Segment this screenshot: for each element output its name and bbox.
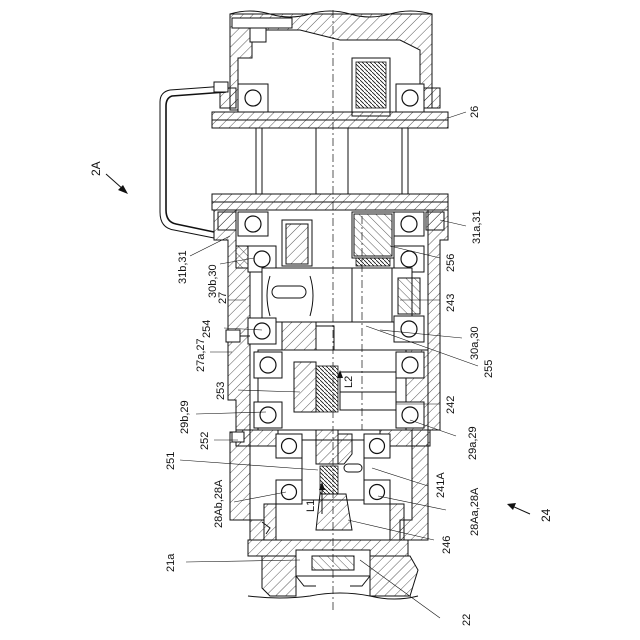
arrow-24 bbox=[507, 503, 530, 514]
arrow-2A bbox=[106, 174, 128, 194]
label-27a-27: 27a,27 bbox=[195, 338, 207, 372]
label-31a-31: 31a,31 bbox=[471, 210, 483, 244]
bearing-30a-lower bbox=[394, 316, 424, 342]
label-255: 255 bbox=[483, 360, 495, 378]
label-28Ab-28A: 28Ab,28A bbox=[213, 479, 225, 528]
seal-31b bbox=[218, 212, 236, 230]
bearing-left-upper bbox=[238, 212, 268, 236]
label-29a-29: 29a,29 bbox=[467, 426, 479, 460]
top-bearing-right bbox=[396, 84, 424, 112]
label-252: 252 bbox=[199, 432, 211, 450]
upper-flange-plate bbox=[212, 112, 448, 128]
label-26: 26 bbox=[469, 106, 481, 118]
label-243: 243 bbox=[445, 294, 457, 312]
bearing-254 bbox=[248, 318, 276, 344]
center-shaft bbox=[256, 128, 408, 194]
label-21a: 21a bbox=[165, 553, 177, 572]
label-242: 242 bbox=[445, 396, 457, 414]
label-28Aa-28A: 28Aa,28A bbox=[469, 487, 481, 536]
bearing-right-upper bbox=[394, 212, 424, 236]
label-27: 27 bbox=[217, 292, 229, 304]
bearing-28Ab-lower bbox=[276, 480, 302, 504]
label-31b-31: 31b,31 bbox=[177, 250, 189, 284]
bearing-28Ab-upper bbox=[276, 434, 302, 458]
top-bearing-left bbox=[238, 84, 268, 112]
label-24: 24 bbox=[539, 508, 553, 522]
bearing-28Aa-upper bbox=[364, 434, 390, 458]
label-251: 251 bbox=[165, 452, 177, 470]
bearing-29b-lower bbox=[254, 402, 282, 428]
bearing-29a-upper bbox=[396, 352, 424, 378]
gear-256 bbox=[352, 212, 394, 266]
label-L1: L1 bbox=[305, 500, 317, 512]
label-30a-30: 30a,30 bbox=[469, 326, 481, 360]
top-gear bbox=[352, 58, 390, 116]
bearing-28Aa-lower bbox=[364, 480, 390, 504]
seal-31a bbox=[426, 212, 444, 230]
label-246: 246 bbox=[441, 536, 453, 554]
lower-flange-plate bbox=[212, 194, 448, 210]
left-spur-gear bbox=[282, 220, 312, 266]
figure-label-2A: 2A bbox=[89, 161, 103, 176]
bearing-29b-upper bbox=[254, 352, 282, 378]
top-seal-right bbox=[424, 88, 440, 108]
label-L2: L2 bbox=[343, 376, 355, 388]
label-22: 22 bbox=[461, 614, 473, 626]
bevel-gear-246 bbox=[316, 494, 352, 530]
label-241A: 241A bbox=[435, 472, 447, 498]
bearing-29a-lower bbox=[396, 402, 424, 428]
label-256: 256 bbox=[445, 254, 457, 272]
label-254: 254 bbox=[201, 320, 213, 338]
intermediate-shaft bbox=[262, 268, 420, 322]
label-253: 253 bbox=[215, 382, 227, 400]
label-29b-29: 29b,29 bbox=[179, 400, 191, 434]
